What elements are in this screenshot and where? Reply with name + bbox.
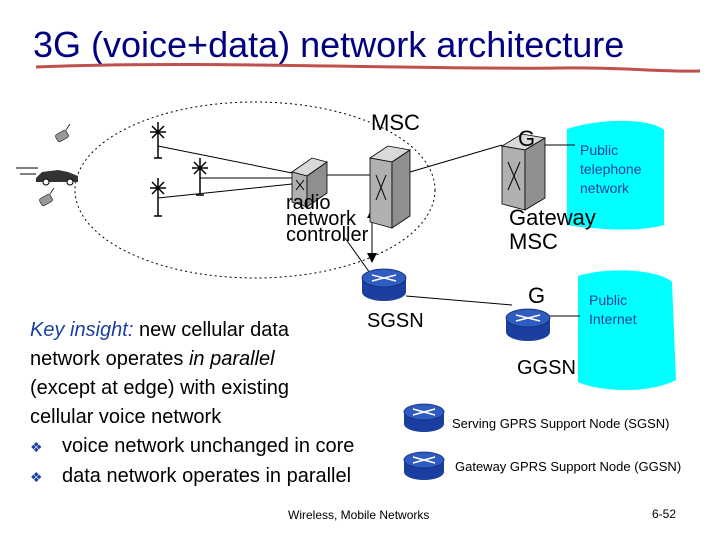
router-icon — [403, 451, 445, 480]
radio-network-controller-label: radio network controller — [286, 192, 369, 246]
cell-tower-icon — [150, 178, 166, 217]
public-internet-label: Public Internet — [589, 292, 637, 327]
msc-label: MSC — [371, 110, 420, 135]
radio-network-controller-icon — [291, 157, 328, 208]
router-icon — [403, 403, 445, 432]
list-item: ❖data network operates in parallel — [30, 462, 354, 492]
public-telephone-network-cloud — [567, 120, 664, 230]
cell-phone-icon — [55, 123, 71, 143]
tower-link — [157, 145, 293, 174]
sgsn-ggsn-link — [405, 295, 513, 306]
router-icon — [361, 268, 407, 301]
msc-gatewaymsc-link — [409, 144, 503, 173]
sgsn-label: SGSN — [367, 310, 424, 332]
cell-tower-icon — [150, 122, 166, 159]
bullet-arrow-icon: ❖ — [30, 469, 43, 485]
ggsn-label: GGSN — [517, 357, 576, 379]
key-insight-lead: Key insight: — [30, 319, 134, 341]
tower-link — [157, 183, 293, 199]
page-number: 6-52 — [652, 507, 677, 521]
router-icon — [505, 308, 551, 341]
title-underline — [35, 62, 701, 73]
ggsn-g-label: G — [528, 283, 546, 308]
bullet-arrow-icon: ❖ — [30, 439, 43, 455]
list-item: ❖voice network unchanged in core — [30, 432, 354, 462]
radio-cell-area — [74, 101, 436, 279]
public-telephone-network-label: Public telephone network — [580, 142, 642, 196]
footer-text: Wireless, Mobile Networks — [288, 508, 430, 522]
cell-phone-icon — [39, 187, 55, 207]
legend-ggsn: Gateway GPRS Support Node (GGSN) — [455, 459, 682, 474]
public-internet-cloud — [578, 270, 676, 390]
cell-tower-icon — [192, 158, 208, 196]
key-insight-text: Key insight: new cellular data network o… — [30, 316, 354, 492]
msc-switch-icon — [368, 145, 412, 229]
gateway-msc-label: Gateway MSC — [509, 205, 596, 254]
gateway-msc-switch-icon — [500, 133, 547, 211]
car-icon — [16, 167, 78, 186]
page-title: 3G (voice+data) network architecture — [33, 24, 625, 65]
gateway-msc-g-label: G — [518, 126, 536, 151]
legend-sgsn: Serving GPRS Support Node (SGSN) — [452, 416, 670, 431]
